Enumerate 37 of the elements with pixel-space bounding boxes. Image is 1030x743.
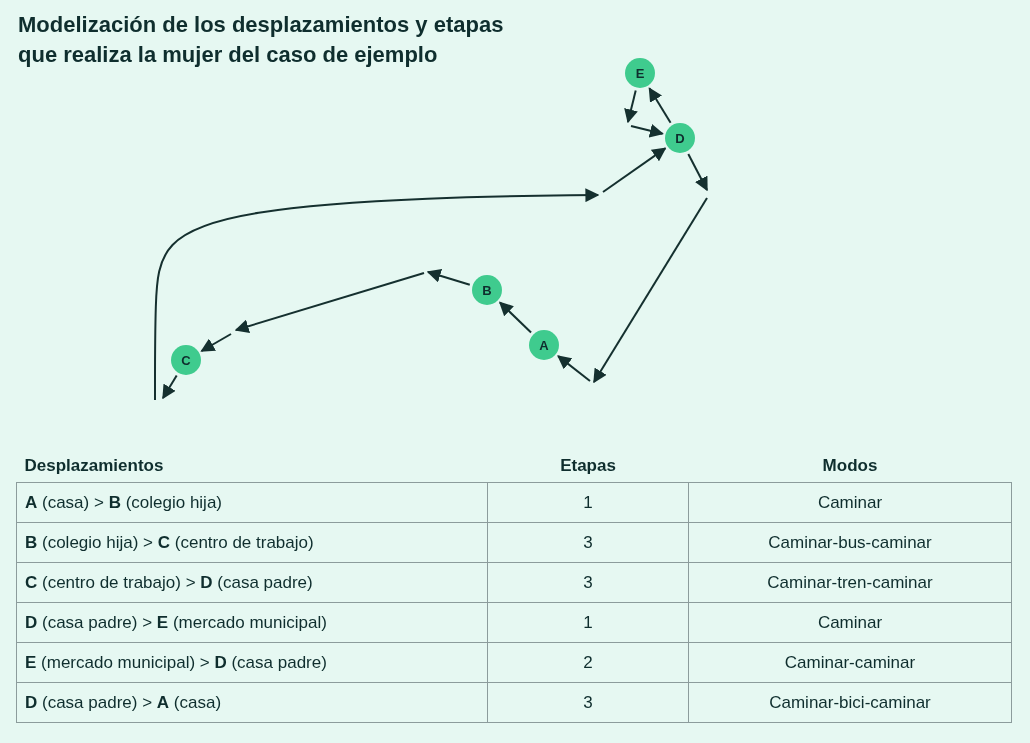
title: Modelización de los desplazamientos y etapas que realiza la mujer del caso de ejemplo bbox=[18, 11, 505, 69]
arrow bbox=[648, 87, 672, 124]
table-cell: Caminar-bici-caminar bbox=[688, 682, 1012, 723]
station-circle: D bbox=[665, 123, 695, 153]
table-cell: Caminar-caminar bbox=[688, 642, 1012, 683]
column-header: Desplazamientos bbox=[16, 450, 488, 483]
table-cell: 2 bbox=[487, 642, 689, 683]
table-cell: A (casa) > B (colegio hija) bbox=[16, 482, 488, 523]
table-cell: Caminar-bus-caminar bbox=[688, 522, 1012, 563]
arrow bbox=[557, 355, 591, 382]
table-cell: D (casa padre) > A (casa) bbox=[16, 682, 488, 723]
station-circle: C bbox=[171, 345, 201, 375]
arrow bbox=[162, 374, 178, 400]
station-circle: A bbox=[529, 330, 559, 360]
table-cell: C (centro de trabajo) > D (casa padre) bbox=[16, 562, 488, 603]
table-cell: 3 bbox=[487, 562, 689, 603]
table-cell: 3 bbox=[487, 682, 689, 723]
arrow bbox=[630, 123, 664, 138]
arrow bbox=[687, 153, 708, 192]
column-header: Modos bbox=[688, 450, 1012, 483]
arrow bbox=[498, 301, 533, 334]
arrow bbox=[200, 333, 232, 352]
column-header: Etapas bbox=[487, 450, 689, 483]
arrow bbox=[426, 269, 471, 286]
table-cell: Caminar bbox=[688, 482, 1012, 523]
table-cell: 1 bbox=[487, 602, 689, 643]
table-cell: B (colegio hija) > C (centro de trabajo) bbox=[16, 522, 488, 563]
arrow bbox=[624, 89, 638, 124]
table-cell: Caminar bbox=[688, 602, 1012, 643]
station-circle: B bbox=[472, 275, 502, 305]
table-cell: E (mercado municipal) > D (casa padre) bbox=[16, 642, 488, 683]
station-circle: E bbox=[625, 58, 655, 88]
arrow bbox=[602, 147, 667, 193]
table-cell: 1 bbox=[487, 482, 689, 523]
table-cell: 3 bbox=[487, 522, 689, 563]
table-cell: Caminar-tren-caminar bbox=[688, 562, 1012, 603]
table-cell: D (casa padre) > E (mercado municipal) bbox=[16, 602, 488, 643]
